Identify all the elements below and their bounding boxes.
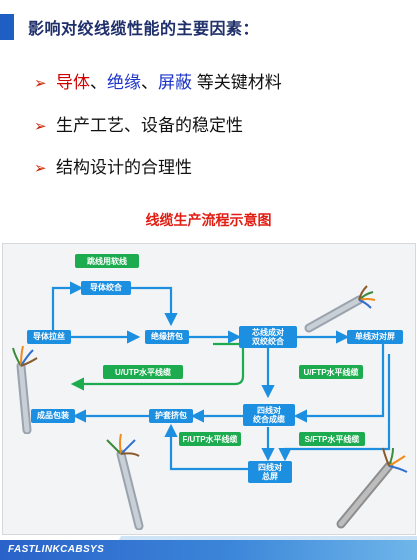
node-conductor-twist: 导体绞合 [81, 281, 131, 295]
node-f-utp-cable: F/UTP水平线缆 [179, 432, 241, 446]
node-u-utp-cable: U/UTP水平线缆 [103, 365, 183, 379]
node-insulation-extrude: 绝缘挤包 [145, 330, 189, 344]
bullet-text: 生产工艺、设备的稳定性 [56, 116, 243, 135]
node-s-ftp-cable: S/FTP水平线缆 [299, 432, 365, 446]
bullet-insulation: 绝缘 [107, 73, 141, 92]
node-conductor-draw: 导体拉丝 [27, 330, 71, 344]
cable-image-icon [304, 285, 376, 333]
arrow-bullet-icon: ➢ [34, 118, 47, 135]
bullet-materials: ➢导体、绝缘、屏蔽 等关键材料 [34, 68, 282, 93]
footer-bar [0, 540, 417, 560]
node-packaging: 成品包装 [31, 409, 75, 423]
node-pair-shield: 单线对对屏 [347, 330, 403, 344]
bullet-rest: 等关键材料 [192, 73, 282, 92]
bullet-text: 结构设计的合理性 [56, 158, 192, 177]
node-jumper-softwire: 跳线用软线 [75, 254, 139, 268]
separator: 、 [141, 73, 158, 92]
flow-connectors [51, 281, 391, 471]
footer-brand: FASTLINKCABSYS [8, 544, 105, 555]
arrow-bullet-icon: ➢ [34, 160, 47, 177]
bullet-design: ➢ 结构设计的合理性 [34, 153, 192, 178]
cable-image-icon [12, 345, 38, 434]
process-flow-diagram: 跳线用软线 导体绞合 导体拉丝 绝缘挤包 芯线成对 双绞绞合 单线对对屏 U/U… [2, 243, 416, 535]
header-accent-bar [0, 14, 14, 40]
cable-image-icon [336, 447, 408, 529]
flow-chart-title: 线缆生产流程示意图 [145, 212, 272, 228]
node-four-pair-cabling: 四线对 绞合成缆 [243, 404, 295, 426]
node-u-ftp-cable: U/FTP水平线缆 [299, 365, 363, 379]
arrow-bullet-icon: ➢ [34, 75, 47, 92]
cable-image-icon [106, 433, 144, 530]
page-title: 影响对绞线缆性能的主要因素： [28, 21, 260, 38]
separator: 、 [90, 73, 107, 92]
bullet-process: ➢ 生产工艺、设备的稳定性 [34, 111, 243, 136]
node-core-pair-twist: 芯线成对 双绞绞合 [239, 326, 297, 348]
bullet-shield: 屏蔽 [158, 73, 192, 92]
bullet-conductor: 导体 [56, 73, 90, 92]
node-overall-shield: 四线对 总屏 [248, 461, 292, 483]
node-jacket-extrude: 护套挤包 [149, 409, 193, 423]
